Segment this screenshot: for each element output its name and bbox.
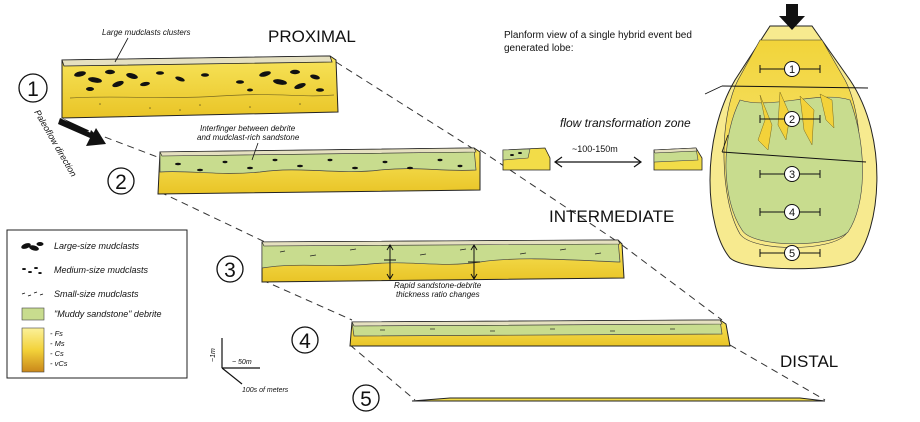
bed-section-5	[411, 397, 826, 402]
lobe-planform: 1 2 3 4 5	[704, 4, 878, 270]
lobe-station-5: 5	[789, 248, 795, 260]
title-proximal: PROXIMAL	[268, 27, 356, 46]
station-2-label: 2	[115, 171, 127, 194]
flow-transformation-label: flow transformation zone	[560, 116, 691, 130]
scale-diagonal-label: 100s of meters	[242, 387, 289, 394]
station-5-label: 5	[360, 388, 372, 411]
legend-large: Large-size mudclasts	[54, 241, 140, 251]
paleoflow-label: Paleoflow direction	[32, 108, 78, 178]
block-after	[653, 147, 703, 171]
bed-section-2	[157, 147, 481, 195]
annotation-pointer	[251, 142, 259, 161]
scale-bar	[221, 338, 260, 385]
annotation-interfinger-2: and mudclast-rich sandstone	[197, 133, 300, 142]
bed-section-3	[261, 239, 625, 283]
distance-label: ~100-150m	[572, 144, 618, 154]
lobe-station-4: 4	[789, 207, 795, 219]
correlation-lines	[59, 61, 826, 401]
annotation-rapid-2: thickness ratio changes	[396, 290, 480, 299]
thickness-arrows	[384, 244, 480, 280]
legend-grain-ms: - Ms	[50, 339, 65, 348]
title-distal: DISTAL	[780, 352, 838, 371]
legend-small: Small-size mudclasts	[54, 289, 139, 299]
annotation-pointer	[114, 37, 129, 63]
lobe-station-1: 1	[789, 64, 795, 76]
legend: Large-size mudclasts Medium-size mudclas…	[6, 229, 188, 379]
annotation-rapid-1: Rapid sandstone-debrite	[394, 281, 482, 290]
legend-grain-fs: - Fs	[50, 329, 63, 338]
legend-grain-vcs: - vCs	[50, 359, 68, 368]
large-mudclasts-cluster	[74, 69, 324, 92]
scale-vertical-label: ~1m	[210, 348, 217, 362]
title-intermediate: INTERMEDIATE	[549, 207, 674, 226]
input-arrow-icon	[779, 4, 805, 30]
distance-arrow	[553, 156, 643, 168]
block-before	[502, 147, 551, 171]
legend-grain-cs: - Cs	[50, 349, 64, 358]
planform-title-line1: Planform view of a single hybrid event b…	[504, 30, 692, 41]
station-markers	[18, 73, 380, 412]
station-4-label: 4	[299, 330, 311, 353]
scale-horizontal-label: ~ 50m	[232, 359, 252, 366]
annotation-large-clusters: Large mudclasts clusters	[102, 28, 190, 37]
planform-title-line2: generated lobe:	[504, 43, 574, 54]
legend-debrite: "Muddy sandstone" debrite	[54, 309, 161, 319]
lobe-station-2: 2	[789, 114, 795, 126]
station-3-label: 3	[224, 259, 236, 282]
lobe-station-3: 3	[789, 169, 795, 181]
station-1-label: 1	[27, 78, 39, 101]
paleoflow-arrow	[58, 118, 106, 146]
annotation-interfinger-1: Interfinger between debrite	[200, 124, 296, 133]
bed-section-4	[349, 319, 731, 347]
bed-section-1	[61, 55, 339, 119]
legend-medium: Medium-size mudclasts	[54, 265, 149, 275]
